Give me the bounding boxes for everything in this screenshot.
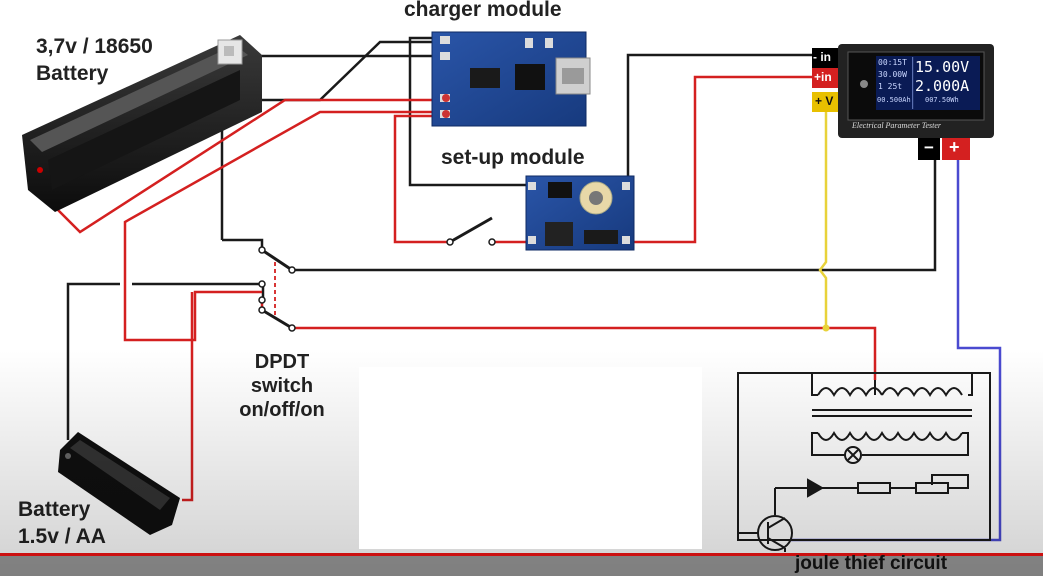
parameter-meter xyxy=(812,44,994,160)
blank-panel xyxy=(359,367,702,549)
meter-current: 2.000A xyxy=(915,77,970,95)
meter-voltage: 15.00V xyxy=(915,58,970,76)
meter-terminal-v: + V xyxy=(815,94,834,108)
meter-terminal-out-pos: + xyxy=(949,137,960,157)
charger-module-label: charger module xyxy=(404,0,562,21)
wire-charger-out-pos-to-switch xyxy=(123,110,433,342)
jt-lamp xyxy=(844,446,862,464)
battery-aa-label-line2: 1.5v / AA xyxy=(18,525,106,548)
battery-18650-label: 3,7v / 18650 Battery xyxy=(36,33,153,87)
meter-terminal-in-neg: - in xyxy=(813,50,831,64)
meter-charge: 00.500Ah xyxy=(877,96,911,104)
meter-terminal-out-neg: − xyxy=(924,138,934,157)
battery-aa-label-line1: Battery xyxy=(18,498,91,521)
red-wires xyxy=(36,75,877,502)
jt-transistor xyxy=(757,515,793,551)
jt-resistor xyxy=(857,482,891,494)
battery-18650-label-line1: 3,7v / 18650 xyxy=(36,35,153,58)
wire-switch-to-joule xyxy=(292,326,877,380)
switch-terminals xyxy=(258,238,496,332)
meter-time: 00:15T xyxy=(878,58,907,67)
wire-setup-to-meter-in-neg xyxy=(626,53,838,182)
meter-count: 1 25t xyxy=(878,82,903,91)
meter-power: 30.00W xyxy=(878,70,907,79)
wire-charger-to-setup-switch xyxy=(393,114,450,244)
battery-aa-label: Battery 1.5v / AA xyxy=(18,496,106,550)
wire-setup-to-meter-in-pos xyxy=(628,75,838,244)
jt-secondary-coil xyxy=(817,430,963,441)
wire-aa-neg-to-switch xyxy=(66,282,262,440)
joule-thief-circuit xyxy=(737,372,991,552)
dpdt-label-line3: on/off/on xyxy=(239,399,325,421)
meter-energy: 007.50Wh xyxy=(925,96,959,104)
black-wires xyxy=(66,36,937,440)
dpdt-label-line1: DPDT xyxy=(254,351,310,373)
dpdt-switch-label: DPDT switch on/off/on xyxy=(222,350,342,422)
wire-aa-pos xyxy=(182,292,194,502)
battery-18650-label-line2: Battery xyxy=(36,62,109,85)
jt-primary-coil xyxy=(817,387,963,398)
wire-switch-to-meter-out-neg xyxy=(292,150,937,272)
wire-yellow-meter-v xyxy=(818,112,828,328)
meter-terminal-in-pos: +in xyxy=(814,70,832,84)
bottom-bar xyxy=(0,556,1043,576)
jt-potentiometer xyxy=(915,482,949,494)
meter-title: Electrical Parameter Tester xyxy=(852,121,942,130)
wire-switch-top xyxy=(222,238,264,250)
joule-thief-label: joule thief circuit xyxy=(795,553,948,574)
battery-18650-holder xyxy=(22,35,262,212)
battery-aa-holder xyxy=(58,432,180,535)
setup-module xyxy=(525,175,635,251)
progress-line xyxy=(0,553,1043,556)
dpdt-label-line2: switch xyxy=(250,375,314,397)
jt-frame xyxy=(737,372,991,541)
setup-module-label: set-up module xyxy=(441,146,585,169)
charger-module xyxy=(431,31,591,127)
